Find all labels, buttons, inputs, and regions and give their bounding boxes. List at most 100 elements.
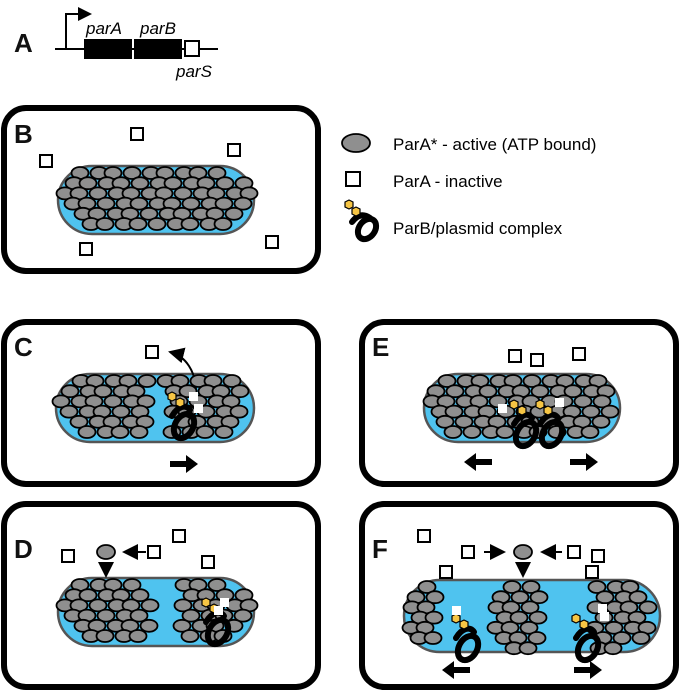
para-active-dimer [519,620,539,635]
plasmid-strand [453,625,477,641]
para-active-dimer [60,384,80,399]
pará-gene-box [84,39,132,59]
para-active-dimer [95,217,115,231]
para-active-dimer [529,590,549,605]
para-active-dimer [214,196,234,211]
move-right-arrow-c [170,455,198,473]
para-active-dimer [423,631,443,645]
para-active-dimer [139,618,159,633]
parb-hexagon [175,397,185,408]
para-active-dimer [78,588,98,603]
para-active-dimer [495,425,515,439]
para-active-dimer [595,590,615,605]
para-active-dimer [111,404,131,419]
para-active-dimer [173,186,193,201]
plasmid-loop [204,616,232,648]
para-active-dimer [88,186,108,201]
parb-hexagon [571,613,581,624]
para-active-dimer [612,631,632,645]
para-active-dimer [478,384,498,399]
para-inactive-bound [214,606,223,615]
para-active-dimer [96,608,116,623]
legend-inactive-icon [345,171,361,187]
para-inactive-square [439,565,453,579]
para-inactive-square [417,529,431,543]
para-active-dimer [181,196,201,211]
para-active-dimer [110,425,130,439]
para-inactive-bound [189,392,198,401]
para-active-dimer [129,608,149,623]
para-inactive-square [591,549,605,563]
para-inactive-bound [600,612,609,621]
para-active-dimer [130,588,150,603]
para-active-dimer [181,608,201,623]
para-inactive-square [265,235,279,249]
legend-complex-label: ParB/plasmid complex [393,219,563,238]
para-active-dimer [528,610,548,625]
para-inactive-square [39,154,53,168]
para-active-dimer [122,578,142,592]
para-inactive-square [567,545,581,559]
para-active-dimer [207,578,227,592]
panel-label-f: F [372,534,388,564]
para-active-dimer [88,598,108,613]
para-active-dimer [213,217,233,231]
move-right-arrow-e [570,453,598,471]
para-active-dimer [520,600,540,615]
parb-gene-box [134,39,182,59]
para-inactive-square [145,345,159,359]
para-inactive-square [227,143,241,157]
para-inactive-square [147,545,161,559]
move-right-arrow-f [574,661,602,679]
para-active-dimer [229,404,249,419]
parb-hexagon [459,619,469,630]
para-active-dimer [139,206,159,221]
panel-label-a: A [14,28,33,58]
para-inactive-square [61,549,75,563]
para-inactive-bound [452,606,461,615]
site-label-pars: parS [175,62,213,81]
plasmid-strand [169,403,193,419]
para-active-dimer [130,176,150,191]
plasmid-strand [573,625,597,641]
para-active-dimer [424,610,444,625]
para-active-dimer [96,196,116,211]
para-inactive-square [130,127,144,141]
para-active-dimer [502,580,522,594]
para-active-dimer [580,425,600,439]
parb-hexagon [509,399,519,410]
para-inactive-bound [194,404,203,413]
para-active-dimer [587,580,607,594]
para-active-dimer [137,374,157,388]
movement-arrows [170,453,602,679]
para-active-dimer [604,620,624,635]
panel-label-c: C [14,332,33,362]
para-active-dimer [563,384,583,399]
para-active-dimer [631,631,651,645]
para-active-dimer [214,425,234,439]
legend-active-icon [341,133,371,153]
para-active-dimer [129,196,149,211]
para-active-dimer [95,629,115,643]
para-inactive-square [461,545,475,559]
para-active-dimer [581,404,601,419]
para-active-dimer [230,384,250,399]
para-active-dimer [454,414,474,429]
panel-label-e: E [372,332,389,362]
plasmid-loop [454,632,482,664]
pars-site-box [184,40,200,57]
para-active-dimer [233,608,253,623]
para-active-dimer [222,374,242,388]
para-active-dimer [163,176,183,191]
para-active-dimer [77,425,97,439]
para-active-dimer [591,414,611,429]
para-active-dimer [103,394,123,409]
parb-hexagon [201,597,211,608]
plasmid-loop [574,632,602,664]
gene-label-para: parA [85,19,122,38]
move-left-arrow-f [442,661,470,679]
para-active-dimer [195,425,215,439]
para-active-dimer [224,206,244,221]
para-active-dimer [180,629,200,643]
